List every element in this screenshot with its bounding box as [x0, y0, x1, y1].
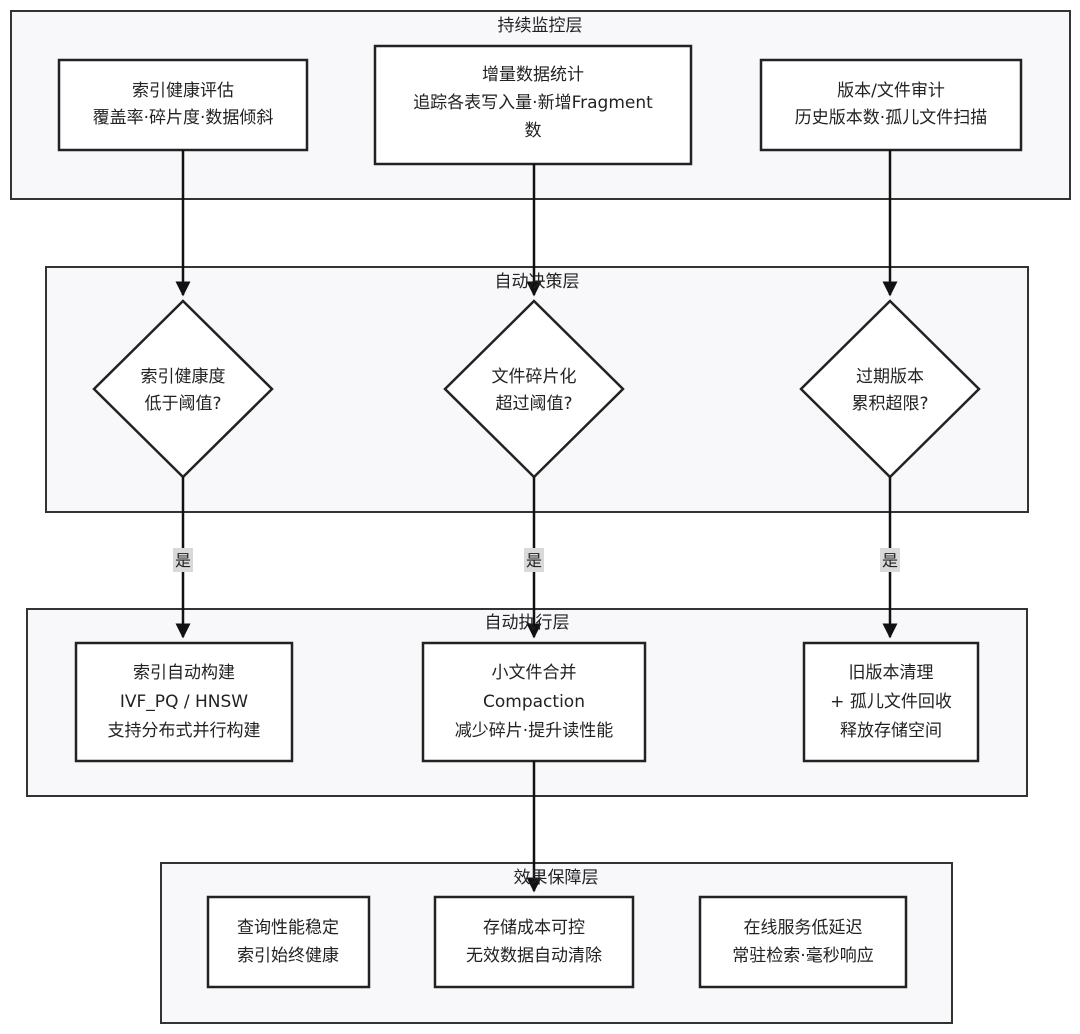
node-index-health[interactable] — [57, 58, 309, 152]
layer-title-guarantee: 效果保障层 — [514, 868, 599, 888]
index-health-detail: 覆盖率·碎片度·数据倾斜 — [93, 108, 274, 128]
online-service-detail: 常驻检索·毫秒响应 — [732, 946, 873, 966]
incremental-detail: 追踪各表写入量·新增Fragment — [413, 93, 653, 113]
fragment-check-line2: 超过阈值? — [495, 394, 572, 414]
node-cleanup[interactable] — [802, 641, 980, 763]
cleanup-detail: 释放存储空间 — [840, 721, 942, 741]
node-version-audit[interactable] — [759, 58, 1023, 152]
layer-title-monitor: 持续监控层 — [498, 16, 583, 36]
compaction-title: 小文件合并 — [492, 663, 577, 683]
compaction-name: Compaction — [483, 692, 585, 712]
index-check-line1: 索引健康度 — [141, 367, 226, 387]
layer-title-execute: 自动执行层 — [485, 613, 570, 633]
edge-label-bg-3 — [880, 548, 900, 572]
index-build-detail: 支持分布式并行构建 — [108, 721, 261, 741]
index-build-algos: IVF_PQ / HNSW — [120, 692, 248, 712]
query-perf-title: 查询性能稳定 — [237, 918, 339, 938]
node-query-perf[interactable] — [206, 895, 371, 989]
query-perf-detail: 索引始终健康 — [237, 946, 339, 966]
fragment-check-line1: 文件碎片化 — [492, 367, 577, 387]
version-check-line1: 过期版本 — [856, 367, 924, 387]
layer-title-decision: 自动决策层 — [495, 272, 580, 292]
cleanup-title: 旧版本清理 — [849, 663, 934, 683]
version-audit-detail: 历史版本数·孤儿文件扫描 — [795, 108, 987, 128]
edge-label-yes-2: 是 — [526, 551, 542, 570]
incremental-detail-cont: 数 — [525, 121, 542, 141]
edge-label-yes-3: 是 — [882, 551, 898, 570]
index-build-title: 索引自动构建 — [133, 663, 235, 683]
cleanup-orphan: + 孤儿文件回收 — [830, 692, 952, 712]
node-index-build[interactable] — [74, 641, 294, 763]
compaction-detail: 减少碎片·提升读性能 — [455, 721, 613, 741]
storage-cost-title: 存储成本可控 — [483, 918, 585, 938]
edge-label-bg-1 — [173, 548, 193, 572]
version-audit-title: 版本/文件审计 — [837, 81, 945, 101]
node-online-service[interactable] — [698, 895, 908, 989]
node-storage-cost[interactable] — [433, 895, 635, 989]
index-health-title: 索引健康评估 — [132, 81, 234, 101]
edge-label-bg-2 — [524, 548, 544, 572]
version-check-line2: 累积超限? — [851, 394, 928, 414]
edge-label-yes-1: 是 — [175, 551, 191, 570]
node-compaction[interactable] — [421, 641, 647, 763]
online-service-title: 在线服务低延迟 — [744, 918, 863, 938]
incremental-title: 增量数据统计 — [482, 65, 584, 85]
storage-cost-detail: 无效数据自动清除 — [466, 946, 602, 966]
index-check-line2: 低于阈值? — [144, 394, 221, 414]
